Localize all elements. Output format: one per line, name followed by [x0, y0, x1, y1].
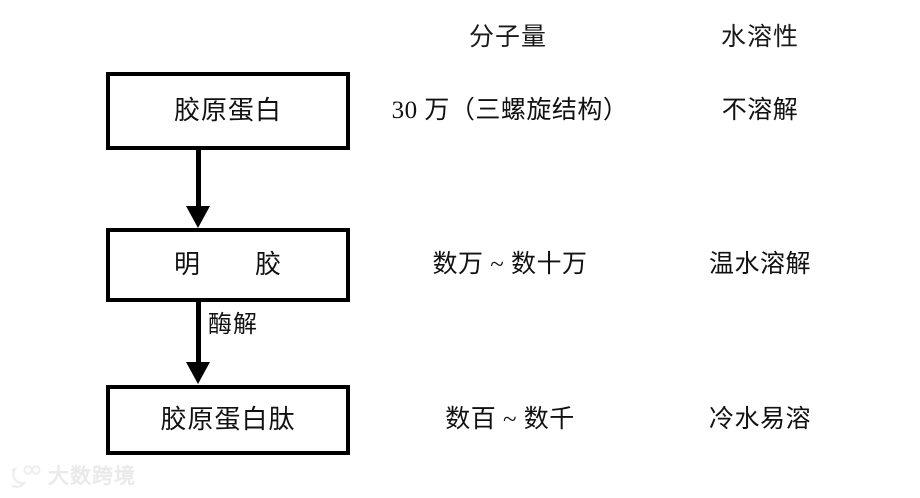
- column-header-water-solubility: 水溶性: [720, 24, 799, 51]
- flow-box-label: 胶原蛋白: [173, 96, 282, 125]
- arrow-stem: [196, 302, 201, 364]
- value-molecular-weight-peptide: 数百 ~ 数千: [445, 406, 575, 433]
- arrow-label-enzymatic-hydrolysis: 酶解: [208, 312, 258, 338]
- flow-box-label: 胶原蛋白肽: [160, 405, 296, 434]
- arrow-stem: [196, 150, 201, 208]
- watermark-logo-icon: [12, 465, 41, 488]
- value-solubility-collagen: 不溶解: [721, 97, 799, 124]
- arrow-gelatin-to-peptide: [186, 302, 210, 385]
- watermark: 大数跨境: [12, 463, 136, 489]
- flow-box-gelatin: 明 胶: [106, 228, 350, 302]
- watermark-text: 大数跨境: [48, 464, 136, 488]
- arrow-collagen-to-gelatin: [186, 150, 210, 228]
- flow-box-collagen: 胶原蛋白: [106, 72, 350, 150]
- flow-box-collagen-peptide: 胶原蛋白肽: [106, 385, 350, 455]
- column-header-molecular-weight: 分子量: [468, 24, 547, 51]
- flow-box-label: 明 胶: [173, 250, 282, 279]
- arrow-head-icon: [186, 206, 210, 228]
- value-molecular-weight-gelatin: 数万 ~ 数十万: [432, 251, 588, 278]
- value-solubility-gelatin: 温水溶解: [708, 251, 811, 278]
- value-solubility-peptide: 冷水易溶: [708, 406, 811, 433]
- arrow-head-icon: [186, 362, 210, 384]
- value-molecular-weight-collagen: 30 万（三螺旋结构）: [391, 97, 629, 124]
